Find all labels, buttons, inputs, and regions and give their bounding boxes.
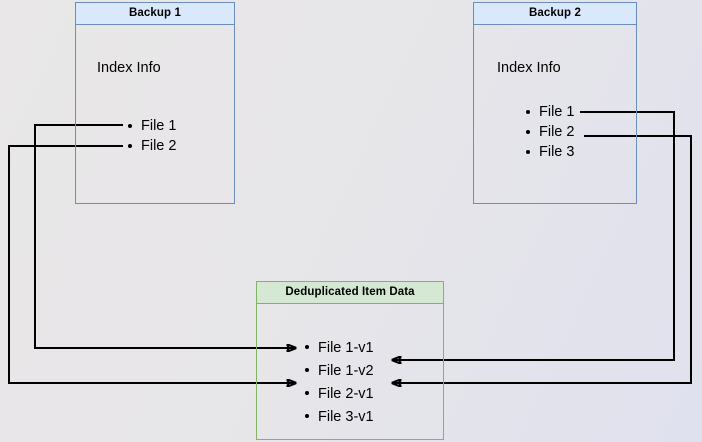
node-backup-1-header: Backup 1 xyxy=(76,3,234,25)
dedup-item-list: File 1-v1 File 1-v2 File 2-v1 File 3-v1 xyxy=(305,337,374,429)
list-item: File 1-v2 xyxy=(305,360,374,383)
list-item: File 1-v1 xyxy=(305,337,374,360)
list-item: File 2 xyxy=(526,122,574,142)
list-item: File 1 xyxy=(128,116,176,136)
list-item: File 2 xyxy=(128,136,176,156)
node-backup-2-header: Backup 2 xyxy=(474,3,636,25)
list-item: File 2-v1 xyxy=(305,383,374,406)
node-backup-2[interactable]: Backup 2 xyxy=(473,2,637,204)
backup-2-index-info-label: Index Info xyxy=(497,60,561,76)
backup-2-file-list: File 1 File 2 File 3 xyxy=(526,102,574,162)
node-deduplicated-item-data-header: Deduplicated Item Data xyxy=(257,282,443,304)
list-item: File 1 xyxy=(526,102,574,122)
backup-1-file-list: File 1 File 2 xyxy=(128,116,176,156)
backup-1-index-info-label: Index Info xyxy=(97,60,161,76)
node-backup-1[interactable]: Backup 1 xyxy=(75,2,235,204)
list-item: File 3 xyxy=(526,142,574,162)
list-item: File 3-v1 xyxy=(305,406,374,429)
node-deduplicated-item-data[interactable]: Deduplicated Item Data xyxy=(256,281,444,440)
